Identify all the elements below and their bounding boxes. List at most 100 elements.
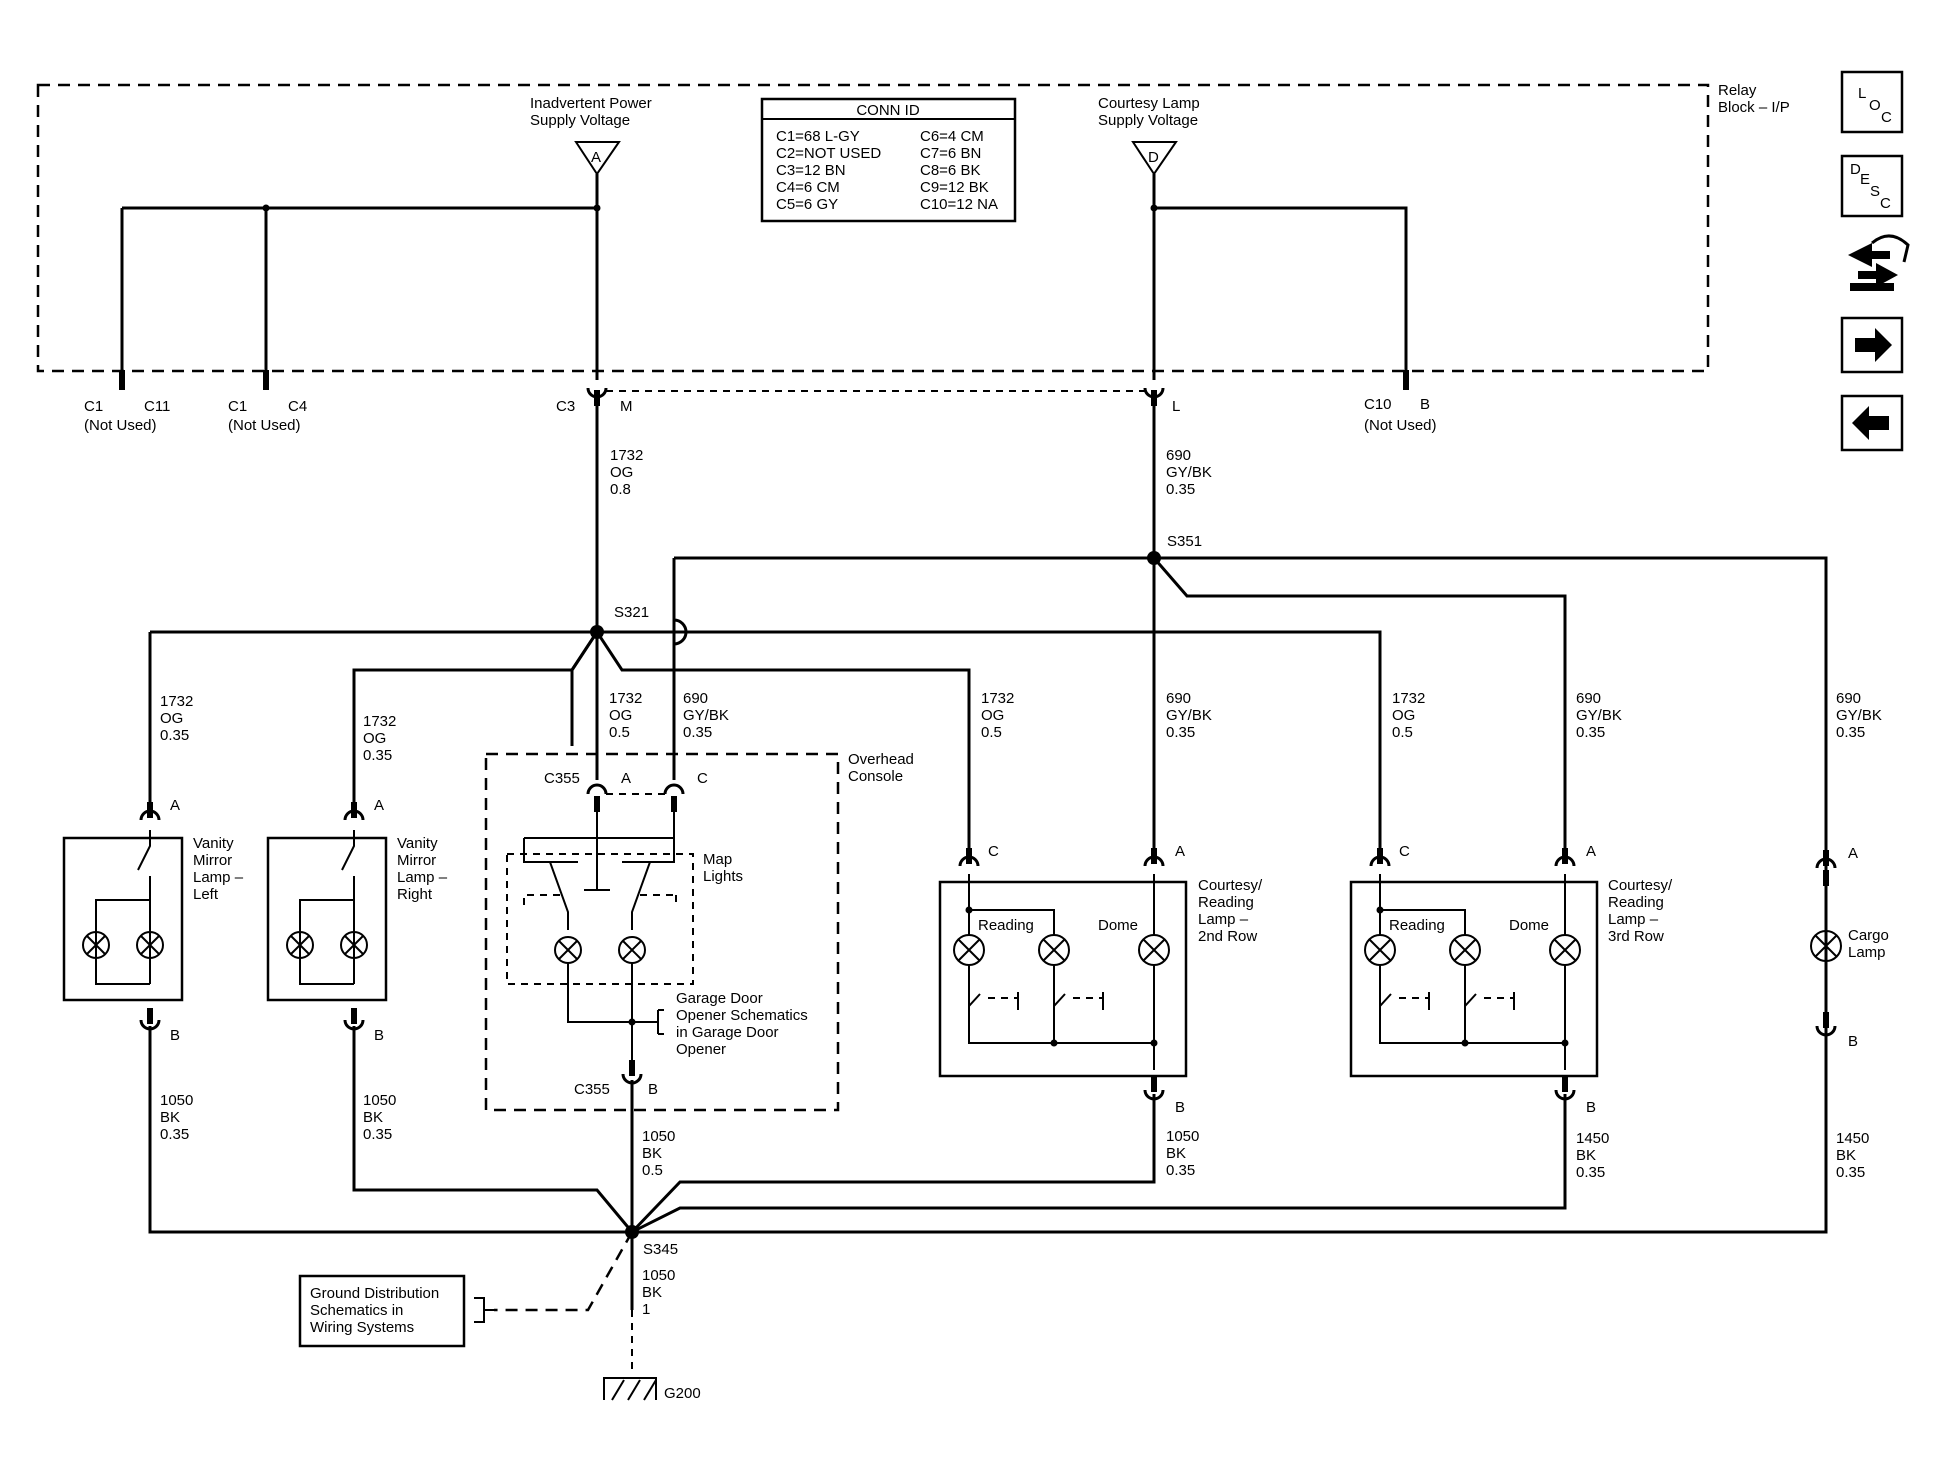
wire-label: 0.35 (683, 724, 712, 741)
component-label: Opener (676, 1041, 726, 1058)
reading-label: Reading (1389, 917, 1445, 934)
connector-label: C (697, 770, 708, 787)
wire-label: OG (160, 710, 183, 727)
wire-label: BK (642, 1145, 662, 1162)
wire-label: 0.35 (1836, 724, 1865, 741)
inadvertent-label-1: Inadvertent Power (530, 95, 652, 112)
wire-label: 690 (1576, 690, 1601, 707)
conn-id-box: CONN ID C1=68 L-GY C2=NOT USED C3=12 BN … (760, 97, 1017, 223)
ground-wires: S345 1050 BK 0.35 1050 BK 0.35 1050 BK 0… (148, 1026, 1869, 1370)
wire-690-top-size: 0.35 (1166, 481, 1195, 498)
wire-label: 1050 (160, 1092, 193, 1109)
component-label: 2nd Row (1198, 928, 1257, 945)
wire-label: 690 (1166, 690, 1191, 707)
wire-label: 1732 (981, 690, 1014, 707)
wire-label: 1050 (1166, 1128, 1199, 1145)
previous-arrow-icon (1852, 406, 1889, 440)
connector-label: C (988, 843, 999, 860)
component-label: Lamp – (193, 869, 244, 886)
vanity-mirror-lamp-left: A B Vanity Mirror Lamp – Left (62, 797, 244, 1044)
loc-letter-o: O (1869, 97, 1881, 114)
wire-label: 1732 (1392, 690, 1425, 707)
wire-label: BK (642, 1284, 662, 1301)
connector-label: A (1175, 843, 1185, 860)
component-label: in Garage Door (676, 1024, 779, 1041)
wire-label: 0.35 (160, 1126, 189, 1143)
component-label: Schematics in (310, 1302, 403, 1319)
connector-label: A (170, 797, 180, 814)
courtesy-lamp-3rd-row: C A Reading Dome B Courtesy/ Reading Lam… (1349, 843, 1673, 1116)
wire-label: 0.35 (363, 747, 392, 764)
wire-1732-08-color: OG (610, 464, 633, 481)
wire-label: 0.5 (981, 724, 1002, 741)
wire-label: 0.5 (1392, 724, 1413, 741)
not-used-2: (Not Used) (228, 417, 301, 434)
wire-label: BK (160, 1109, 180, 1126)
component-label: Console (848, 768, 903, 785)
pin-m: M (620, 398, 633, 415)
ground-distribution-link[interactable]: Ground Distribution Schematics in Wiring… (298, 1274, 494, 1348)
vanity-mirror-lamp-right: A B Vanity Mirror Lamp – Right (266, 797, 448, 1044)
wire-1732-08-size: 0.8 (610, 481, 631, 498)
component-label: Reading (1608, 894, 1664, 911)
conn-id-right-4: C9=12 BK (920, 179, 989, 196)
next-arrow-icon (1855, 328, 1892, 362)
wire-label: 0.35 (160, 727, 189, 744)
connector-label: B (1175, 1099, 1185, 1116)
reading-label: Reading (978, 917, 1034, 934)
wire-label: 0.5 (642, 1162, 663, 1179)
connector-label: A (374, 797, 384, 814)
overhead-console: Overhead Console C355 A C Map Lights Gar… (484, 670, 914, 1112)
component-label: 3rd Row (1608, 928, 1664, 945)
connector-label: A (1586, 843, 1596, 860)
loc-button[interactable]: L O C (1840, 70, 1904, 134)
conn-id-right-3: C8=6 BK (920, 162, 980, 179)
connector-label: B (648, 1081, 658, 1098)
conn-id-left-3: C3=12 BN (776, 162, 846, 179)
upper-wire-labels: 1732 OG 0.35 1732 OG 0.35 1732 OG 0.5 69… (160, 690, 1882, 764)
pin-l: L (1172, 398, 1180, 415)
courtesy-lamp-2nd-row: C A Reading Dome B Courtesy/ Reading Lam… (938, 843, 1263, 1116)
supply-triangle-a (574, 141, 621, 176)
wire-label: OG (1392, 707, 1415, 724)
desc-letter-c: C (1880, 195, 1891, 212)
connector-label: A (621, 770, 631, 787)
component-label: Lamp – (397, 869, 448, 886)
wire-label: GY/BK (1836, 707, 1882, 724)
dome-label: Dome (1509, 917, 1549, 934)
previous-arrow-button[interactable] (1840, 394, 1904, 452)
supply-triangle-d (1131, 141, 1178, 176)
component-label: Cargo (1848, 927, 1889, 944)
wire-label: 1050 (642, 1128, 675, 1145)
loc-letter-c: C (1881, 109, 1892, 126)
ground-label: G200 (664, 1385, 701, 1402)
wire-label: OG (363, 730, 386, 747)
component-label: Courtesy/ (1608, 877, 1673, 894)
desc-letter-s: S (1870, 183, 1880, 200)
wire-label: OG (609, 707, 632, 724)
conn-id-right-1: C6=4 CM (920, 128, 984, 145)
connector-label: C355 (574, 1081, 610, 1098)
component-label: Lamp (1848, 944, 1886, 961)
wire-label: 0.35 (1576, 1164, 1605, 1181)
component-label: Lamp – (1608, 911, 1659, 928)
component-label: Mirror (193, 852, 232, 869)
courtesy-label-2: Supply Voltage (1098, 112, 1198, 129)
desc-button[interactable]: D E S C (1840, 154, 1904, 218)
not-used-3: (Not Used) (1364, 417, 1437, 434)
component-label: Mirror (397, 852, 436, 869)
conn-id-left-5: C5=6 GY (776, 196, 838, 213)
wire-label: 1050 (363, 1092, 396, 1109)
wire-label: OG (981, 707, 1004, 724)
pin-c4: C4 (288, 398, 307, 415)
next-arrow-button[interactable] (1840, 316, 1904, 374)
conn-id-right-5: C10=12 NA (920, 196, 998, 213)
courtesy-label-1: Courtesy Lamp (1098, 95, 1200, 112)
terminal-d-label: D (1148, 149, 1159, 166)
not-used-1: (Not Used) (84, 417, 157, 434)
component-view-icon[interactable] (1848, 234, 1910, 291)
pin-c1-a: C1 (84, 398, 103, 415)
loc-letter-l: L (1858, 85, 1866, 102)
relay-block-title-2: Block – I/P (1718, 99, 1790, 116)
